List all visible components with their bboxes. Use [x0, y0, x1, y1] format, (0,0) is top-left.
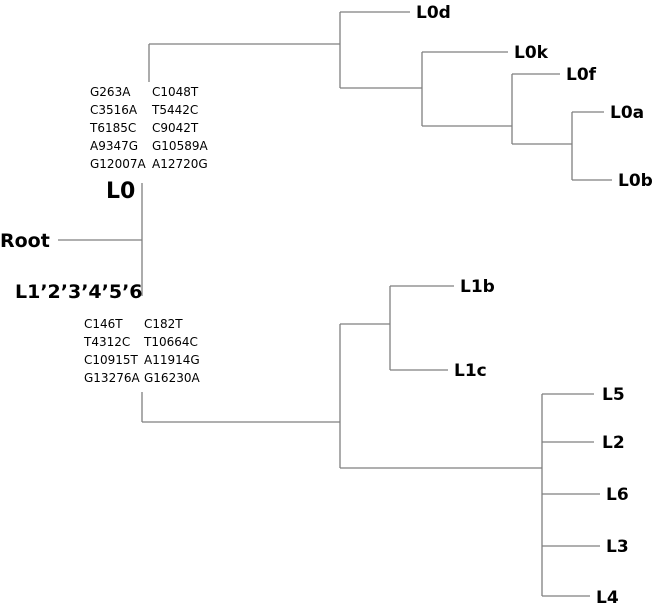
mutation: C1048T: [152, 85, 199, 99]
clade-label-l0: L0: [106, 179, 135, 204]
mutation: G16230A: [144, 371, 200, 385]
mutation: C182T: [144, 317, 183, 331]
mutation: A11914G: [144, 353, 200, 367]
leaf-label-l1b: L1b: [460, 277, 495, 297]
mutation: T5442C: [151, 103, 198, 117]
mutation: C9042T: [152, 121, 199, 135]
mutation: C10915T: [84, 353, 139, 367]
mutation: C3516A: [90, 103, 138, 117]
leaf-label-l0a: L0a: [610, 103, 644, 123]
leaf-label-l5: L5: [602, 385, 625, 405]
leaf-label-l0f: L0f: [566, 65, 597, 85]
leaf-label-l0k: L0k: [514, 43, 549, 63]
l1-6-mutation-list: C146T C182T T4312C T10664C C10915T A1191…: [83, 317, 200, 385]
leaf-label-l0d: L0d: [416, 3, 451, 23]
mutation: G12007A: [90, 157, 146, 171]
mutation: T4312C: [83, 335, 130, 349]
mutation: G263A: [90, 85, 131, 99]
root-label: Root: [0, 230, 50, 252]
mutation: T10664C: [143, 335, 198, 349]
leaf-label-l3: L3: [606, 537, 629, 557]
leaf-label-l0b: L0b: [618, 171, 653, 191]
l0-mutation-list: G263A C1048T C3516A T5442C T6185C C9042T…: [89, 85, 208, 171]
mutation: G13276A: [84, 371, 140, 385]
clade-label-l1-6: L1’2’3’4’5’6: [15, 281, 143, 303]
leaf-label-l4: L4: [596, 588, 619, 608]
leaf-label-l2: L2: [602, 433, 625, 453]
mutation: G10589A: [152, 139, 208, 153]
mutation: C146T: [84, 317, 123, 331]
mutation: A9347G: [90, 139, 138, 153]
mutation: T6185C: [89, 121, 136, 135]
mutation: A12720G: [152, 157, 208, 171]
leaf-label-l6: L6: [606, 485, 629, 505]
leaf-label-l1c: L1c: [454, 361, 487, 381]
